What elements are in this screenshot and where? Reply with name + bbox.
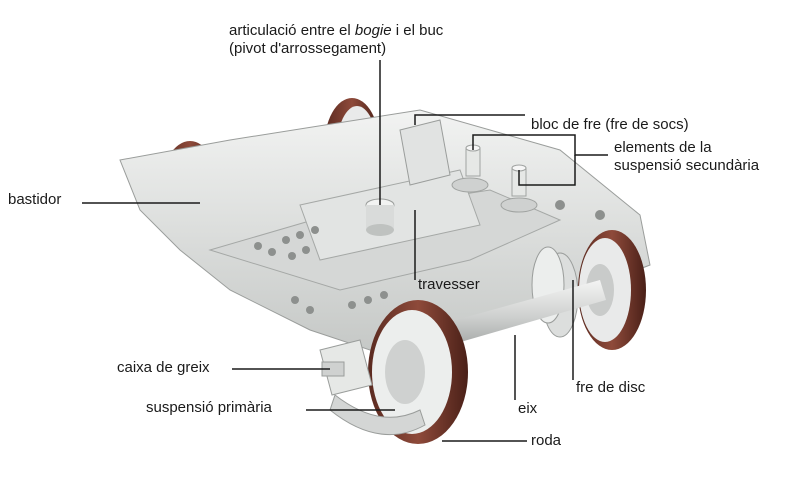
label-bolster: travesser [418, 276, 480, 293]
wheel-front-right [578, 230, 646, 350]
label-axlebox: caixa de greix [117, 359, 210, 376]
leader-lines [82, 60, 608, 442]
label-brake-block: bloc de fre (fre de socs) [531, 116, 689, 133]
leader-secondary-top [472, 134, 608, 156]
secondary-suspension-elements [451, 144, 538, 213]
label-articulation-line1: articulació entre el bogie i el buc [229, 22, 444, 39]
label-secondary-suspension: elements de la suspensió secundària [614, 139, 760, 174]
label-frame: bastidor [8, 191, 62, 208]
label-primary-suspension: suspensió primària [146, 399, 272, 416]
primary-suspension [329, 394, 426, 436]
leader-secondary-bottom [518, 155, 576, 186]
label-articulation: articulació entre el bogie i el buc (piv… [229, 22, 443, 58]
brake-block [399, 119, 451, 186]
label-wheel: roda [531, 432, 562, 449]
label-disc-brake: fre de disc [576, 379, 646, 396]
wheel-front-left [368, 300, 468, 444]
label-axle: eix [518, 400, 538, 417]
axle-front [420, 280, 606, 352]
label-articulation-line2: (pivot d'arrossegament) [229, 40, 387, 57]
leader-brake-block [414, 114, 525, 125]
axlebox [319, 339, 373, 396]
